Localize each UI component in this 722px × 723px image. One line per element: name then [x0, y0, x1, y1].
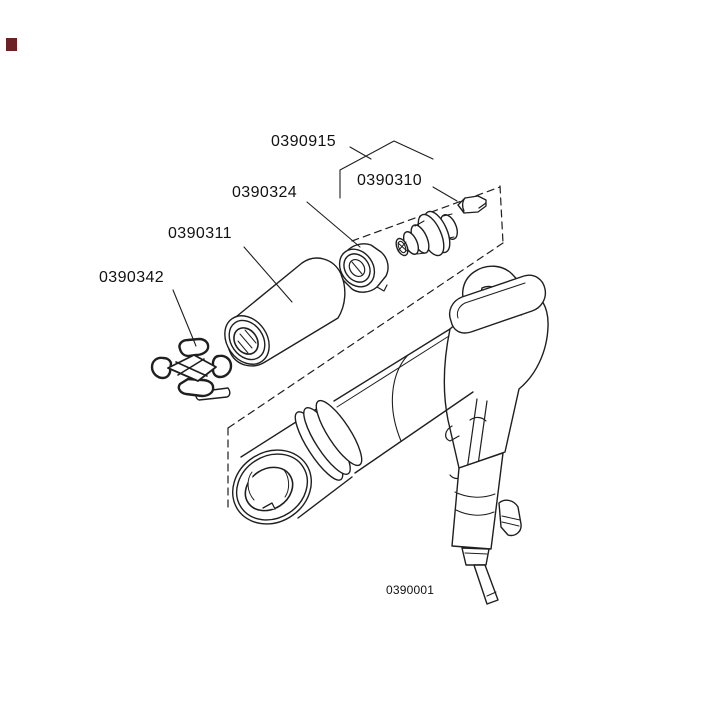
part-spider	[152, 339, 231, 400]
part-number-gun-body: 0390001	[386, 583, 435, 597]
assembly-bracket	[340, 141, 433, 198]
part-nozzle-sleeve	[216, 258, 345, 373]
leader-lines	[173, 141, 457, 346]
part-number-nozzle-sleeve: 0390311	[168, 225, 232, 242]
part-nozzle-cap	[332, 242, 388, 293]
gun-drawing	[219, 266, 549, 604]
part-number-electrode-holder: 0390310	[357, 172, 423, 189]
part-number-nozzle-assembly: 0390915	[271, 133, 337, 150]
section-marker-square	[6, 38, 17, 51]
part-contact-washer	[458, 196, 486, 213]
part-electrode-holder	[394, 208, 461, 259]
part-number-nozzle-cap: 0390324	[232, 184, 298, 201]
part-number-spider: 0390342	[99, 269, 165, 286]
